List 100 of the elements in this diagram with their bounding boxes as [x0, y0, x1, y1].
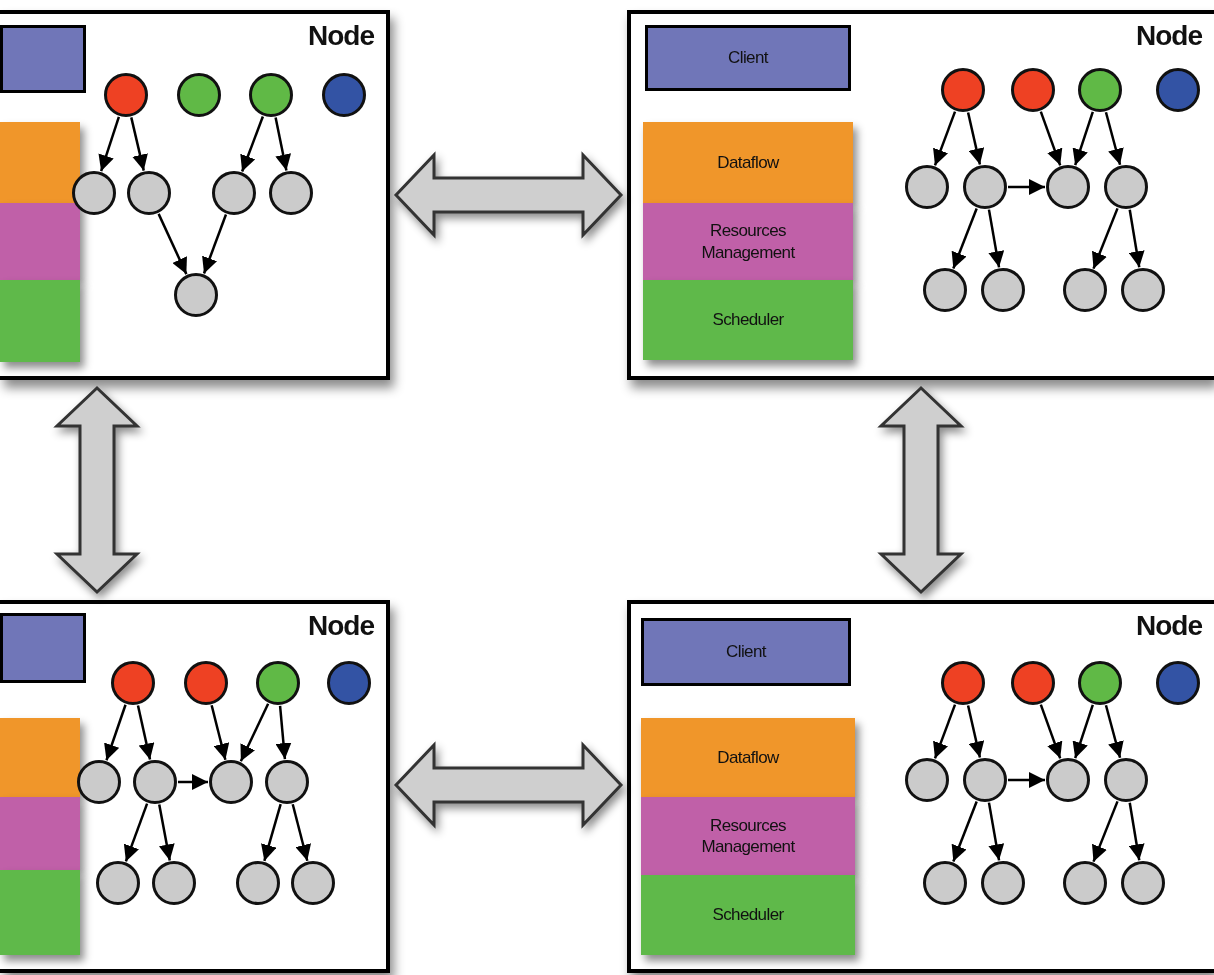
arrow: [178, 774, 208, 790]
circle-node: [963, 758, 1007, 802]
circle-node: [212, 171, 256, 215]
circle-node: [941, 661, 985, 705]
arrow: [291, 803, 311, 862]
circle-node: [1011, 661, 1055, 705]
arrow: [275, 705, 292, 760]
circle-node: [322, 73, 366, 117]
circle-node: [1063, 268, 1107, 312]
layer-band: [0, 718, 80, 797]
client-box: Client: [645, 25, 851, 91]
circle-node: [184, 661, 228, 705]
layer-band: Scheduler: [641, 875, 855, 955]
circle-node: [111, 661, 155, 705]
arrow: [951, 208, 978, 269]
double-block-arrow: [53, 385, 141, 595]
layer-band: Resources Management: [643, 203, 853, 280]
double-block-arrow: [877, 385, 965, 595]
circle-node: [1063, 861, 1107, 905]
circle-node: [1046, 758, 1090, 802]
arrow: [966, 112, 985, 165]
arrow: [1104, 111, 1124, 166]
arrow: [1092, 207, 1119, 270]
circle-node: [127, 171, 171, 215]
arrow: [98, 116, 121, 172]
circle-node: [1121, 861, 1165, 905]
circle-node: [72, 171, 116, 215]
arrow: [239, 703, 270, 762]
arrow: [1092, 800, 1119, 863]
arrow: [933, 704, 957, 759]
client-box: [0, 613, 86, 683]
circle-node: [941, 68, 985, 112]
node-panel: [627, 10, 1214, 380]
circle-node: [923, 861, 967, 905]
circle-node: [269, 171, 313, 215]
circle-node: [981, 268, 1025, 312]
layer-band: Dataflow: [643, 122, 853, 203]
circle-node: [1156, 68, 1200, 112]
circle-node: [1011, 68, 1055, 112]
circle-node: [1156, 661, 1200, 705]
arrow: [1072, 704, 1094, 759]
circle-node: [133, 760, 177, 804]
circle-node: [77, 760, 121, 804]
circle-node: [905, 165, 949, 209]
circle-node: [256, 661, 300, 705]
circle-node: [177, 73, 221, 117]
circle-node: [96, 861, 140, 905]
layer-band: [0, 280, 80, 362]
layer-band: Scheduler: [643, 280, 853, 360]
layer-band: Dataflow: [641, 718, 855, 797]
arrow: [987, 209, 1005, 268]
circle-node: [1104, 165, 1148, 209]
node-heading: Node: [1136, 610, 1202, 642]
circle-node: [265, 760, 309, 804]
arrow: [1128, 802, 1145, 861]
circle-node: [104, 73, 148, 117]
circle-node: [174, 273, 218, 317]
layer-band: [0, 122, 80, 203]
arrow: [1039, 111, 1063, 166]
arrow: [274, 117, 292, 171]
arrow: [1128, 209, 1145, 268]
circle-node: [236, 861, 280, 905]
layer-band: [0, 797, 80, 870]
arrow: [210, 705, 230, 760]
node-panel: [0, 10, 390, 380]
circle-node: [209, 760, 253, 804]
node-panel: [0, 600, 390, 973]
arrow: [157, 213, 188, 275]
circle-node: [1078, 661, 1122, 705]
arrow: [1008, 772, 1045, 788]
circle-node: [1078, 68, 1122, 112]
circle-node: [963, 165, 1007, 209]
arrow: [1104, 704, 1124, 759]
node-heading: Node: [1136, 20, 1202, 52]
arrow: [202, 214, 228, 274]
node-heading: Node: [308, 20, 374, 52]
arrow: [1072, 111, 1094, 166]
circle-node: [1121, 268, 1165, 312]
arrow: [130, 117, 148, 171]
circle-node: [981, 861, 1025, 905]
circle-node: [291, 861, 335, 905]
arrow: [1008, 179, 1045, 195]
circle-node: [905, 758, 949, 802]
arrow: [261, 803, 282, 862]
circle-node: [1046, 165, 1090, 209]
arrow: [933, 111, 957, 166]
arrow: [158, 804, 175, 861]
arrow: [240, 116, 265, 172]
circle-node: [152, 861, 196, 905]
client-box: Client: [641, 618, 851, 686]
circle-node: [1104, 758, 1148, 802]
arrow: [1039, 704, 1063, 759]
layer-band: [0, 203, 80, 280]
client-box: [0, 25, 86, 93]
arrow: [123, 803, 149, 862]
circle-node: [327, 661, 371, 705]
node-panel: [627, 600, 1214, 973]
arrow: [966, 705, 985, 758]
arrow: [136, 705, 155, 760]
arrow: [987, 802, 1005, 861]
